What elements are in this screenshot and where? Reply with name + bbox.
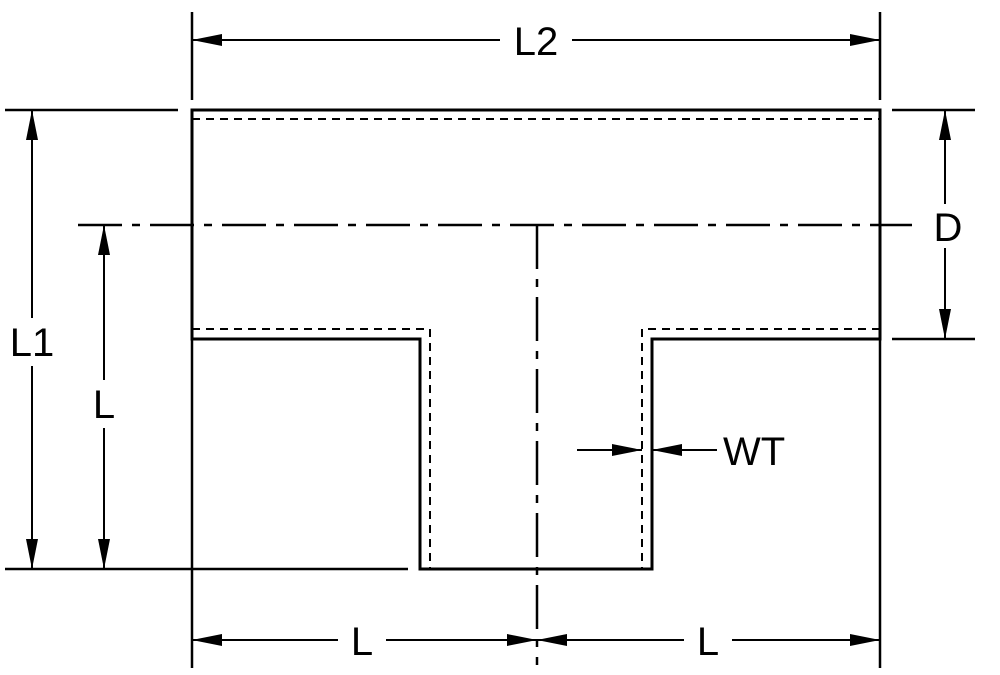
d-label: D [934, 206, 963, 250]
tee-outline [190, 108, 882, 571]
inner-wall-left-branch [192, 328, 431, 569]
l-bottom-right-label: L [697, 620, 719, 664]
l-bottom-left-label: L [351, 620, 373, 664]
l1-label: L1 [10, 321, 55, 365]
l2-label: L2 [514, 20, 559, 64]
inner-wall-right-branch [641, 328, 880, 569]
l-vertical-label: L [93, 383, 115, 427]
wt-label: WT [723, 430, 785, 474]
